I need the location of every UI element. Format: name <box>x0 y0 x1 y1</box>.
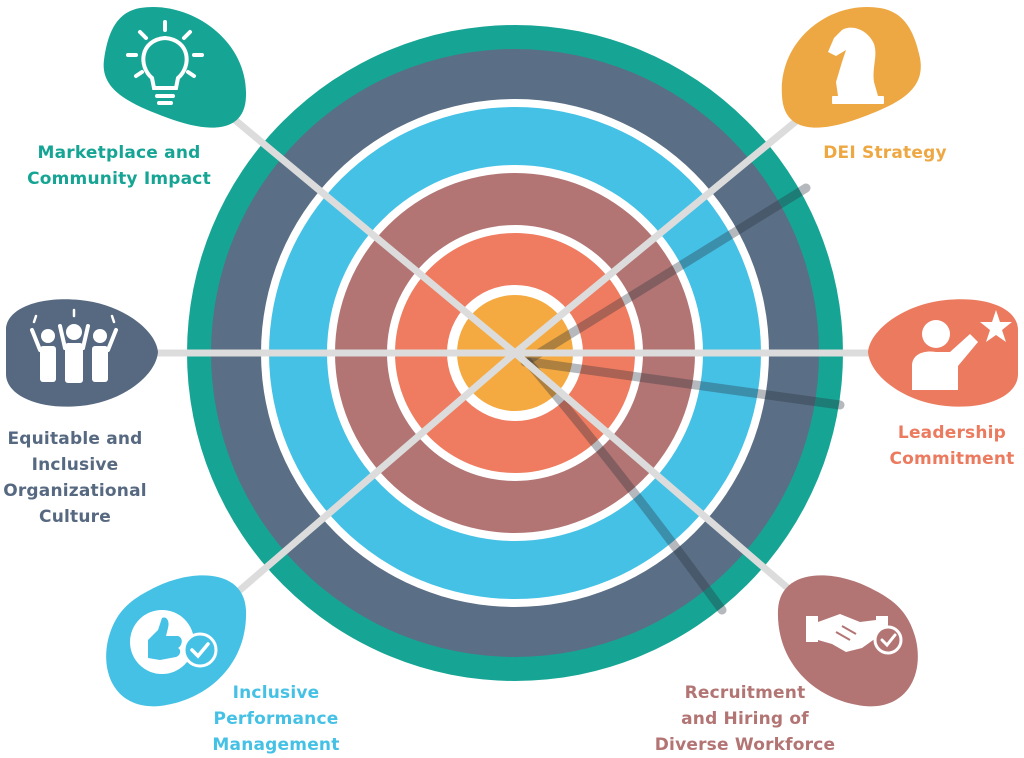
thumbs-up-check-icon <box>130 610 218 674</box>
stick-marketplace <box>231 116 519 357</box>
petal-leadership <box>868 299 1018 407</box>
stick-performance <box>236 349 519 594</box>
label-line: Culture <box>39 507 111 527</box>
label-line: Recruitment <box>684 683 806 703</box>
label-line: Inclusive <box>31 455 119 475</box>
person-star-icon <box>912 310 1012 390</box>
label-line: Performance <box>213 709 339 729</box>
label-line: Leadership <box>897 423 1007 443</box>
label-line: Marketplace and <box>37 143 201 163</box>
petal-performance <box>106 575 247 707</box>
label-marketplace: Marketplace and Community Impact <box>14 140 224 192</box>
label-line: Management <box>212 735 340 755</box>
petal-culture <box>6 299 158 407</box>
label-line: Inclusive <box>232 683 320 703</box>
chess-knight-icon <box>828 27 884 104</box>
label-line: Community Impact <box>27 169 211 189</box>
label-dei-strategy: DEI Strategy <box>800 140 970 166</box>
label-line: and Hiring of <box>681 709 809 729</box>
label-line: Organizational <box>3 481 147 501</box>
label-culture: Equitable and Inclusive Organizational C… <box>0 426 150 530</box>
petal-dei-strategy <box>781 6 921 128</box>
dart-sticks <box>146 114 884 594</box>
label-leadership: Leadership Commitment <box>880 420 1024 472</box>
cheering-people-icon <box>30 308 118 383</box>
stick-recruitment <box>511 349 794 594</box>
handshake-check-icon <box>806 614 903 655</box>
stick-dei-strategy <box>511 114 804 357</box>
label-performance: Inclusive Performance Management <box>196 680 356 758</box>
dart-shadows <box>520 183 845 615</box>
label-line: Diverse Workforce <box>654 735 836 755</box>
lightbulb-icon <box>126 20 204 105</box>
label-line: Equitable and <box>7 429 143 449</box>
label-line: Commitment <box>889 449 1015 469</box>
petal-marketplace <box>103 6 247 128</box>
petal-recruitment <box>777 575 918 707</box>
label-recruitment: Recruitment and Hiring of Diverse Workfo… <box>640 680 850 758</box>
label-line: DEI Strategy <box>823 143 947 163</box>
